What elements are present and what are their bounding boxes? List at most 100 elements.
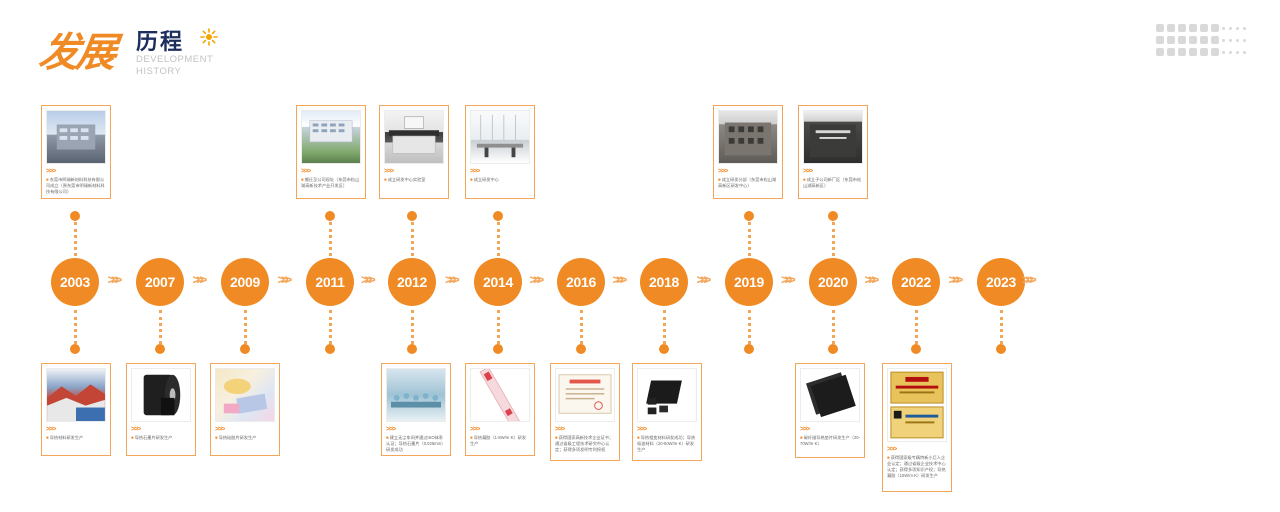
chevron-separator: >>> <box>107 272 123 287</box>
year-marker-2016: 2016 <box>557 258 605 306</box>
decorative-dot <box>1229 51 1232 54</box>
bottom-connector-2020-line <box>831 310 835 344</box>
industrial-park-photo <box>301 110 361 164</box>
arrow-mark: >>> <box>384 168 394 175</box>
year-marker-2023: 2023 <box>977 258 1025 306</box>
arrow-mark: >>> <box>131 426 141 433</box>
decorative-dot <box>1222 27 1225 30</box>
decorative-dot <box>1200 36 1208 44</box>
decorative-dot <box>1236 39 1239 42</box>
card-caption: 东莞市明瑞新材料科技有限公司成立（原东莞市明瑞新材料科技有限公司） <box>46 177 106 195</box>
card-caption: 碳纤维导热垫片研发生产（20-70W/m·K） <box>800 435 860 447</box>
decorative-dot <box>1243 27 1246 30</box>
top-card-2014: >>>成立研发中心 <box>465 105 535 199</box>
card-caption: 导热材料研发生产 <box>46 435 106 441</box>
carbon-sheets-photo <box>800 368 860 422</box>
chevron-separator: >>> <box>696 272 712 287</box>
coated-strip-photo <box>470 368 530 422</box>
bottom-connector-2022-dot <box>911 344 921 354</box>
bottom-connector-2019-line <box>747 310 751 344</box>
bottom-card-2009: >>> 导热硅胶片研发生产 <box>210 363 280 456</box>
arrow-mark: >>> <box>800 426 810 433</box>
decorative-dot <box>1178 36 1186 44</box>
decorative-dot <box>1167 48 1175 56</box>
arrow-mark: >>> <box>803 168 813 175</box>
bottom-connector-2011-line <box>328 310 332 344</box>
chevron-separator: >>> <box>781 272 796 287</box>
year-marker-2009: 2009 <box>221 258 269 306</box>
decorative-dot <box>1189 48 1197 56</box>
top-card-2003: >>> 东莞市明瑞新材料科技有限公司成立（原东莞市明瑞新材料科技有限公司） <box>41 105 111 199</box>
top-connector-2012-dot <box>407 211 417 221</box>
bottom-card-2014: >>>导热凝胶（1-8W/m·K）研发生产 <box>465 363 535 456</box>
bottom-connector-2022-line <box>914 310 918 344</box>
bottom-connector-2003-dot <box>70 344 80 354</box>
decorative-dot <box>1211 36 1219 44</box>
sun-icon <box>200 28 218 50</box>
decorative-dot <box>1222 39 1225 42</box>
bottom-connector-2023-line <box>999 310 1003 344</box>
brush-title: 发展 <box>36 29 117 76</box>
card-caption: 建立无尘车间并通过ISO体系认证；导热石墨片（0.025mm）研发成功 <box>386 435 446 453</box>
chevron-separator: >>> <box>445 272 460 287</box>
decorative-dot <box>1229 39 1232 42</box>
card-caption: 获得国家高新技术企业证书；通过省级工程技术研究中心认定；获得多项发明专利授权 <box>555 435 615 453</box>
top-connector-2011-line <box>328 222 332 256</box>
film-roll-photo <box>131 368 191 422</box>
bottom-connector-2009-dot <box>240 344 250 354</box>
decorative-dot <box>1167 36 1175 44</box>
decorative-dot <box>1200 48 1208 56</box>
decorative-dot <box>1243 39 1246 42</box>
bottom-connector-2012-line <box>410 310 414 344</box>
top-connector-2014-line <box>496 222 500 256</box>
arrow-mark: >>> <box>470 426 480 433</box>
bottom-connector-2018-dot <box>659 344 669 354</box>
year-marker-2012: 2012 <box>388 258 436 306</box>
bottom-card-2012: >>>建立无尘车间并通过ISO体系认证；导热石墨片（0.025mm）研发成功 <box>381 363 451 456</box>
arrow-mark: >>> <box>887 446 897 453</box>
subtitle-line-2: HISTORY <box>136 66 182 77</box>
arrow-mark: >>> <box>718 168 728 175</box>
arrow-mark: >>> <box>46 426 56 433</box>
year-marker-2022: 2022 <box>892 258 940 306</box>
decorative-dot-grid <box>1156 24 1248 60</box>
card-caption: 导热相变材料研发成功；导热吸波材料（20-50W/m·K）研发生产 <box>637 435 697 453</box>
production-line-photo <box>386 368 446 422</box>
factory-building-photo <box>718 110 778 164</box>
pet-film-photo <box>215 368 275 422</box>
bottom-connector-2007-line <box>158 310 162 344</box>
decorative-dot <box>1229 27 1232 30</box>
decorative-dot <box>1211 24 1219 32</box>
chevron-separator: >>> <box>529 272 545 287</box>
bottom-connector-2012-dot <box>407 344 417 354</box>
rooftops-photo <box>46 368 106 422</box>
arrow-mark: >>> <box>46 168 56 175</box>
card-caption: 成立研发中心 <box>470 177 530 183</box>
card-caption: 获得国家级专精特新小巨人企业认定；通过省级企业技术中心认定；获得多项知识产权；导… <box>887 455 947 479</box>
card-caption: 成立子公司新厂区（东莞市松山湖高新区） <box>803 177 863 189</box>
decorative-dot <box>1236 51 1239 54</box>
bottom-connector-2003-line <box>73 310 77 344</box>
subtitle-line-1: DEVELOPMENT <box>136 54 214 65</box>
page-title: 发展 历程 DEVELOPMENT HISTORY <box>36 20 240 82</box>
year-marker-2007: 2007 <box>136 258 184 306</box>
top-card-2011: >>>搬迁至公司现址（东莞市松山湖高新技术产业开发区） <box>296 105 366 199</box>
bottom-card-2018: >>>导热相变材料研发成功；导热吸波材料（20-50W/m·K）研发生产 <box>632 363 702 461</box>
english-subtitle: DEVELOPMENT HISTORY <box>136 54 213 78</box>
chevron-separator: >>> <box>361 272 376 287</box>
top-connector-2020-dot <box>828 211 838 221</box>
bottom-connector-2019-dot <box>744 344 754 354</box>
card-caption: 导热硅胶片研发生产 <box>215 435 275 441</box>
top-card-2020: >>> 成立子公司新厂区（东莞市松山湖高新区） <box>798 105 868 199</box>
card-caption: 搬迁至公司现址（东莞市松山湖高新技术产业开发区） <box>301 177 361 189</box>
arrow-mark: >>> <box>215 426 225 433</box>
decorative-dot <box>1236 27 1239 30</box>
card-caption: 成立研发中心实验室 <box>384 177 444 183</box>
arrow-mark: >>> <box>555 426 565 433</box>
gold-plaques-photo <box>887 368 947 442</box>
top-connector-2012-line <box>410 222 414 256</box>
decorative-dot <box>1189 36 1197 44</box>
company-sign-photo <box>803 110 863 164</box>
decorative-dot <box>1222 51 1225 54</box>
